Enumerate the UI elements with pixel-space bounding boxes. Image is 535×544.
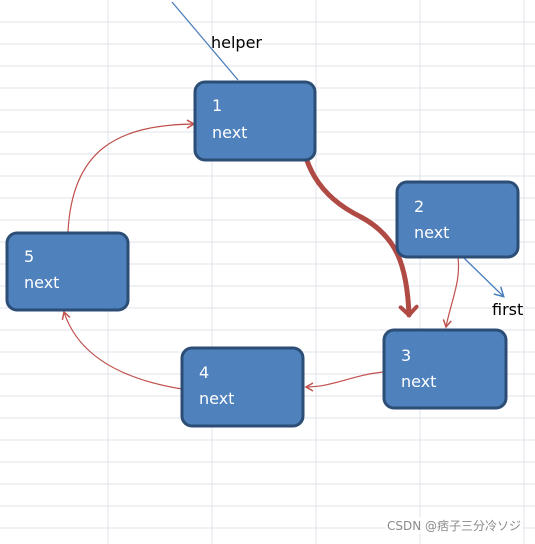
node-3-number: 3 <box>401 346 411 365</box>
node-2-next-label: next <box>414 223 449 242</box>
link-arrow-4-to-5 <box>61 310 183 390</box>
node-5-number: 5 <box>24 247 34 266</box>
link-arrow-2-to-3 <box>442 256 460 329</box>
csdn-watermark: CSDN @痞子三分冷ソジ <box>384 517 523 534</box>
helper-pointer-line <box>171 1 239 81</box>
link-arrow-5-to-1 <box>67 119 196 233</box>
node-3-next-label: next <box>401 372 436 391</box>
node-1-number: 1 <box>212 96 222 115</box>
node-2: 2 next <box>395 180 520 259</box>
node-4: 4 next <box>180 346 305 428</box>
link-arrow-3-to-4 <box>304 371 384 392</box>
node-3: 3 next <box>382 328 508 410</box>
node-5: 5 next <box>5 231 130 312</box>
node-4-next-label: next <box>199 389 234 408</box>
first-label: first <box>492 300 523 319</box>
helper-label: helper <box>211 33 262 52</box>
node-1-next-label: next <box>212 123 247 142</box>
first-pointer-arrow <box>463 257 505 298</box>
node-5-next-label: next <box>24 273 59 292</box>
node-4-number: 4 <box>199 363 209 382</box>
node-1: 1 next <box>193 80 317 162</box>
node-2-number: 2 <box>414 197 424 216</box>
